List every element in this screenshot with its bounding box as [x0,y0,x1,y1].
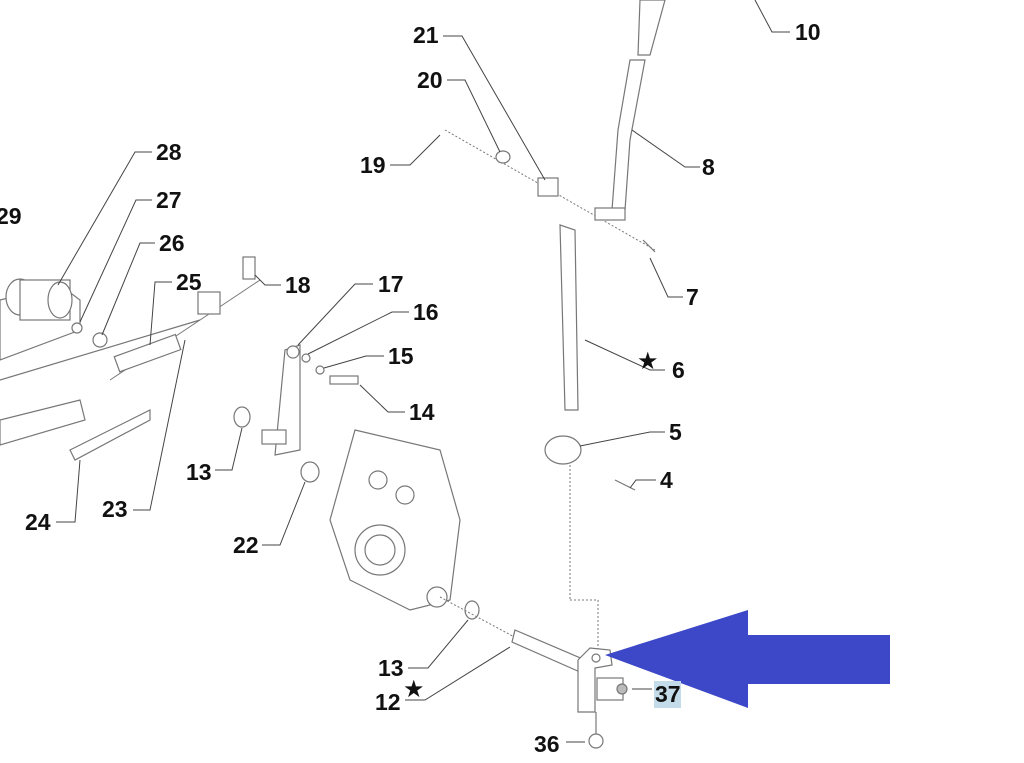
label-20: 20 [417,67,443,93]
label-8: 8 [702,154,715,180]
label-25: 25 [176,269,202,295]
label-36: 36 [534,731,560,757]
label-21: 21 [413,22,439,48]
pointer-arrow [605,610,890,708]
label-7: 7 [686,284,699,310]
shaft-and-spring-part-25 [69,279,261,461]
label-24: 24 [25,509,51,535]
label-16: 16 [413,299,439,325]
label-10: 10 [795,19,821,45]
frame-part-28 [0,278,201,446]
label-12: 12 [375,689,401,715]
label-6: 6 [672,357,685,383]
label-13-lower: 13 [378,655,404,681]
leader-lines [56,0,790,743]
label-28: 28 [156,139,182,165]
label-37: 37 [655,681,681,707]
lever-part-17 [233,256,359,483]
label-14: 14 [409,399,435,425]
label-37-highlight [654,681,681,708]
label-4: 4 [660,467,673,493]
transmission-housing [329,429,586,673]
star-marker-6: ★ [637,347,659,375]
label-19: 19 [360,152,386,178]
label-15: 15 [388,343,414,369]
star-marker-12: ★ [403,675,425,703]
label-17: 17 [378,271,404,297]
label-23: 23 [102,496,128,522]
label-26: 26 [159,230,185,256]
label-22: 22 [233,532,259,558]
label-27: 27 [156,187,182,213]
label-13-upper: 13 [186,459,212,485]
label-5: 5 [669,419,682,445]
label-29: 29 [0,203,22,229]
shift-rod-part-6 [444,0,666,655]
bracket-part-37 [577,647,628,749]
label-18: 18 [285,272,311,298]
